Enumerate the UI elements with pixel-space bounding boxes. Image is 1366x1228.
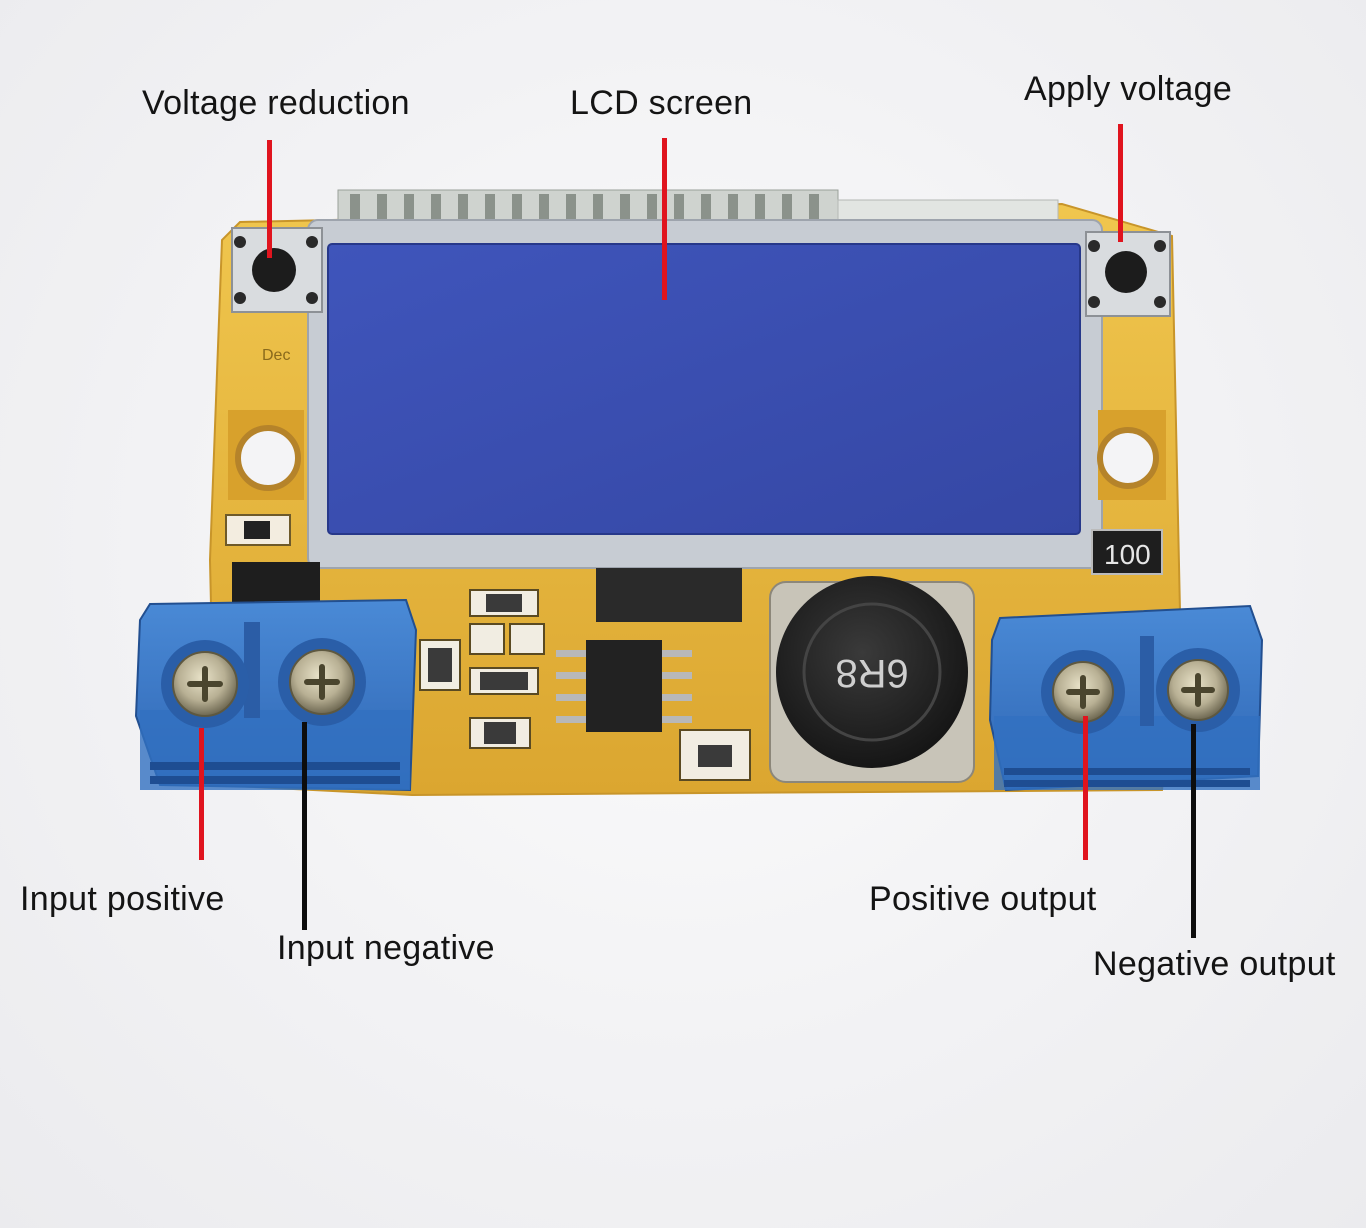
inductor-marking: 6R8 [835,651,908,695]
right-mount-hole [1097,427,1159,489]
svg-text:100: 100 [1104,539,1151,570]
lcd-screen-pointer [662,138,667,300]
header-pins [350,194,819,222]
resistor-100 [1091,529,1163,575]
label-apply-voltage: Apply voltage [1024,70,1233,108]
label-input-negative: Input negative [277,929,495,967]
ic-chip [586,640,662,732]
voltage-reduction-pointer [267,140,272,258]
voltage-reduction-button [252,248,296,292]
left-mount-hole [235,425,301,491]
label-positive-output: Positive output [869,880,1097,918]
label-lcd-screen: LCD screen [570,84,753,122]
negative-output-pointer [1191,724,1196,938]
input-negative-pointer [302,722,307,930]
button-marking-dec: Dec [262,347,290,364]
label-voltage-reduction: Voltage reduction [142,84,410,122]
apply-voltage-pointer [1118,124,1123,242]
label-negative-output: Negative output [1093,945,1336,983]
apply-voltage-button [1105,251,1147,293]
lcd-screen [327,243,1081,535]
input-positive-pointer [199,728,204,860]
positive-output-pointer [1083,716,1088,860]
label-input-positive: Input positive [20,880,225,918]
